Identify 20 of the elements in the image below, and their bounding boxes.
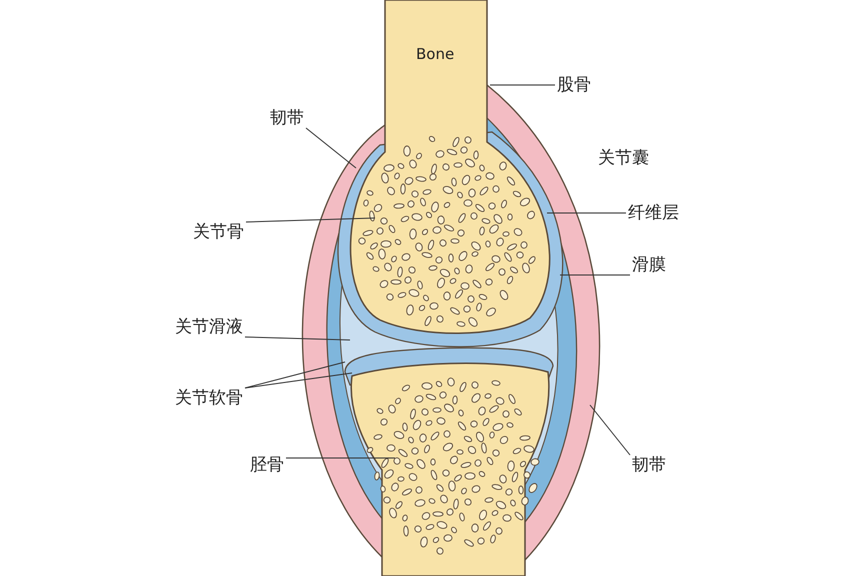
part-label: 关节滑液 [175,317,243,337]
part-label: Bone [416,44,454,64]
leader-line [560,274,630,276]
part-label: 韧带 [632,455,666,475]
leader-line [490,84,556,86]
part-label: 关节骨 [193,222,244,242]
leader-line [244,372,352,388]
part-label: 关节软骨 [175,388,243,408]
leader-line [244,336,350,340]
leader-line [246,218,376,222]
part-label: 纤维层 [628,203,679,223]
leader-line [546,212,626,214]
leader-line [590,404,630,456]
part-label: 滑膜 [632,255,666,275]
part-label: 股骨 [557,75,591,95]
leader-line [306,128,356,168]
leader-line [244,362,346,388]
part-label: 韧带 [270,108,304,128]
part-label: 关节囊 [598,148,649,168]
part-label: 胫骨 [250,455,284,475]
